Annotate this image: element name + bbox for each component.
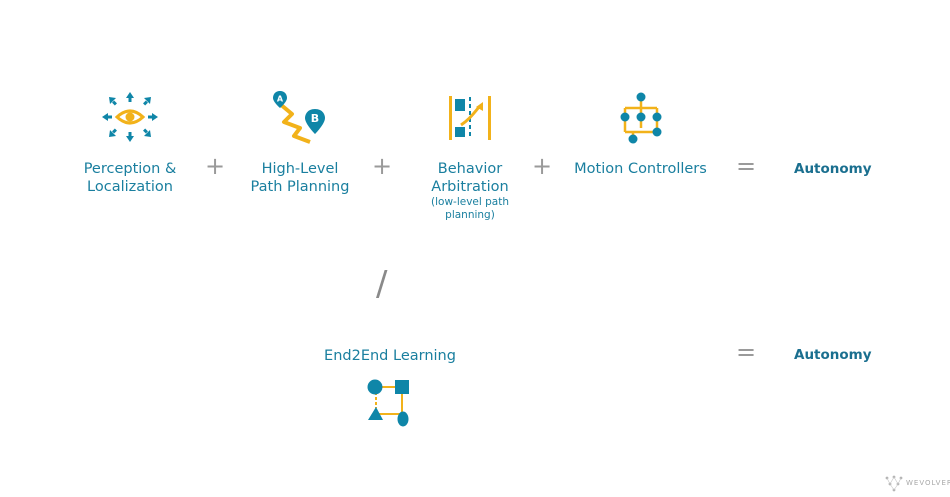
- eye-arrows-icon: [102, 92, 158, 142]
- behavior-sublabel: (low-level path planning): [431, 196, 509, 221]
- behavior-label: Behavior Arbitration: [431, 161, 509, 195]
- autonomy-result: Autonomy: [794, 161, 872, 177]
- path-a-to-b-icon: A B: [273, 91, 325, 144]
- wevolver-brand: WEVOLVER: [906, 479, 950, 487]
- planning-label: High-Level Path Planning: [250, 161, 350, 195]
- shapes-network-icon: [367, 379, 409, 427]
- end2end-label: End2End Learning: [324, 348, 456, 364]
- autonomy-result: Autonomy: [794, 347, 872, 363]
- equals-operator: =: [736, 152, 757, 180]
- marker-a-label: A: [277, 95, 284, 104]
- plus-operator: +: [532, 152, 553, 180]
- wevolver-logo-icon: [885, 475, 903, 492]
- equals-operator: =: [736, 338, 757, 366]
- lane-change-icon: [449, 96, 491, 140]
- plus-operator: +: [372, 152, 393, 180]
- divider-slash: /: [376, 264, 388, 304]
- perception-label: Perception & Localization: [83, 161, 177, 195]
- plus-operator: +: [205, 152, 226, 180]
- marker-b-label: B: [311, 112, 319, 125]
- motion-label: Motion Controllers: [574, 161, 707, 177]
- node-tree-icon: [620, 92, 662, 144]
